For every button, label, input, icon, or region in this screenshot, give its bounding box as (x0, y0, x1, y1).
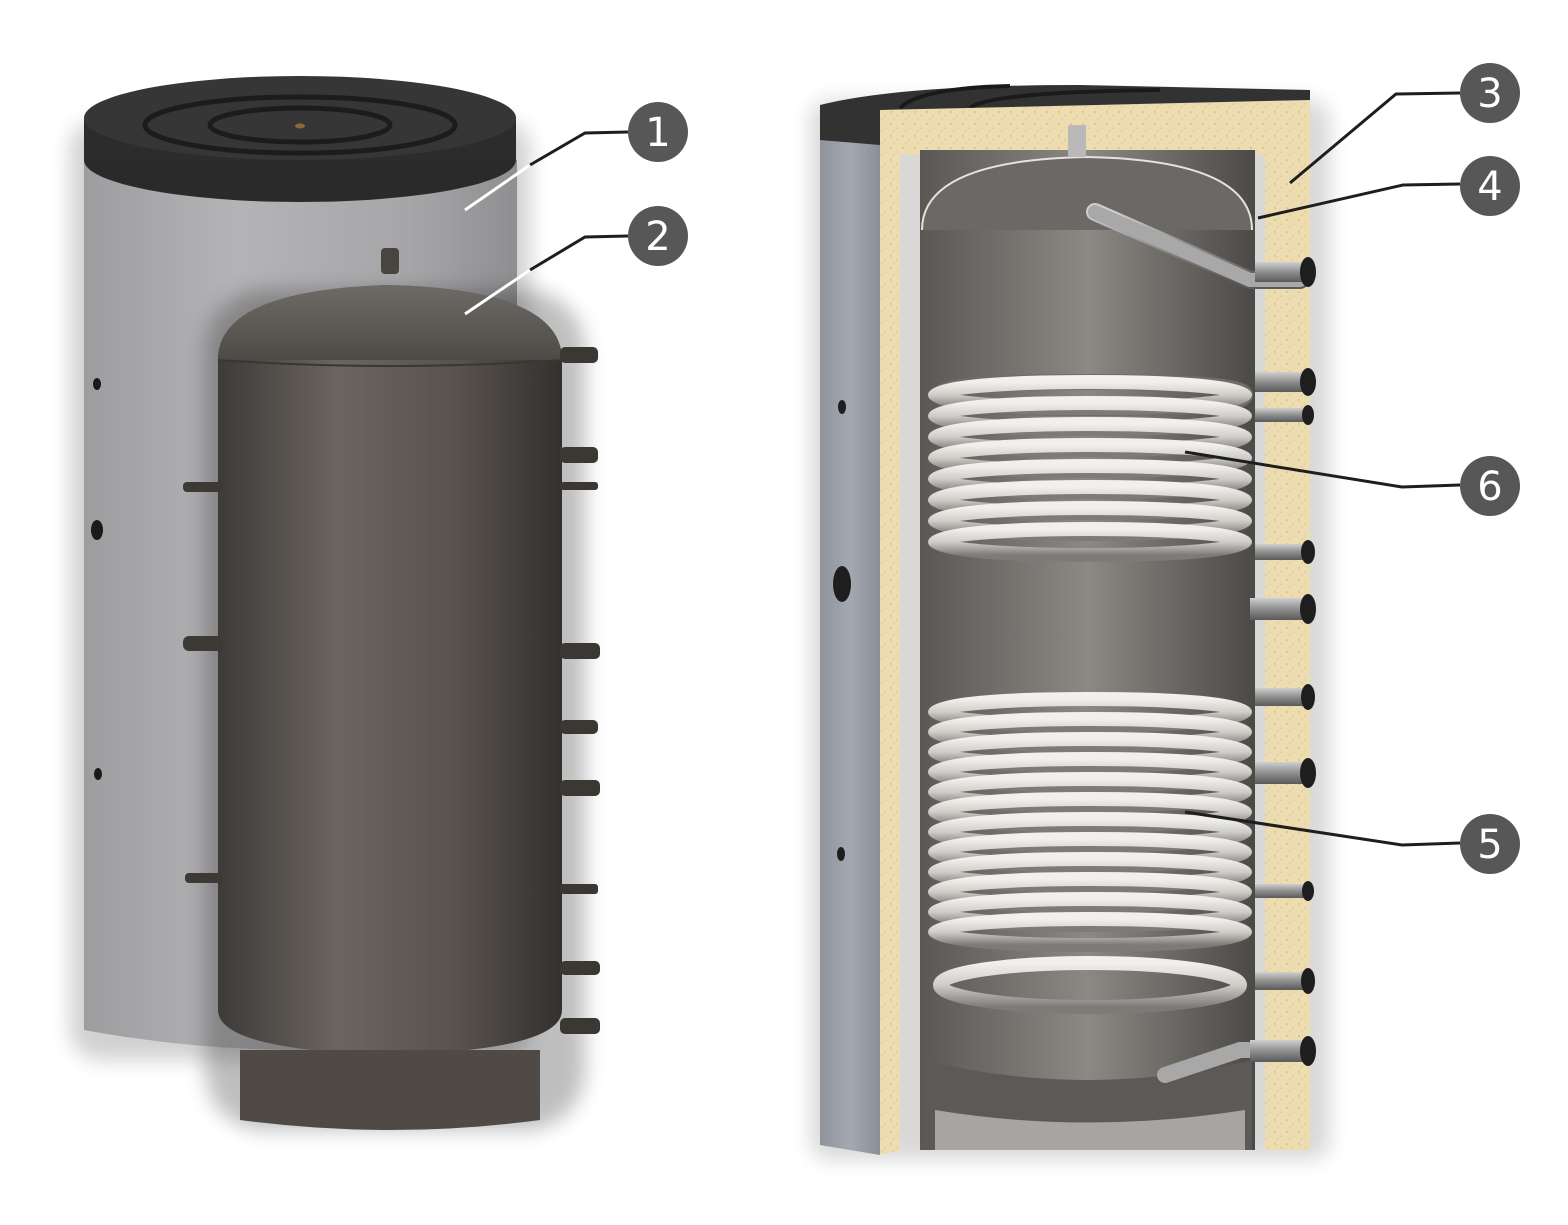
callout-number: 4 (1477, 164, 1503, 210)
side-connectors (560, 347, 600, 1034)
callout-number: 3 (1477, 71, 1503, 117)
top-lid (84, 76, 516, 160)
callout-number: 6 (1477, 464, 1503, 510)
leader-lines (464, 91, 1461, 847)
callout-2-inner-tank: 2 (628, 206, 688, 266)
tank-interior (920, 150, 1255, 1150)
callout-number: 2 (645, 214, 671, 260)
lower-coil (928, 692, 1252, 1014)
callout-number: 1 (645, 110, 671, 156)
callout-1-outer-jacket: 1 (628, 102, 688, 162)
callout-6-upper-coil: 6 (1460, 456, 1520, 516)
cutaway-view (810, 84, 1330, 1160)
inner-tank (218, 285, 562, 1055)
side-connectors (1250, 257, 1316, 1066)
callout-4-tank-wall: 4 (1460, 156, 1520, 216)
tank-wall (921, 155, 1253, 231)
callout-3-insulation: 3 (1460, 63, 1520, 123)
upper-coil (928, 373, 1254, 562)
base-ring (240, 1050, 540, 1130)
outer-jacket (820, 140, 880, 1155)
exterior-exploded-view (70, 76, 600, 1130)
callout-number: 5 (1477, 822, 1503, 868)
callout-5-lower-coil: 5 (1460, 814, 1520, 874)
